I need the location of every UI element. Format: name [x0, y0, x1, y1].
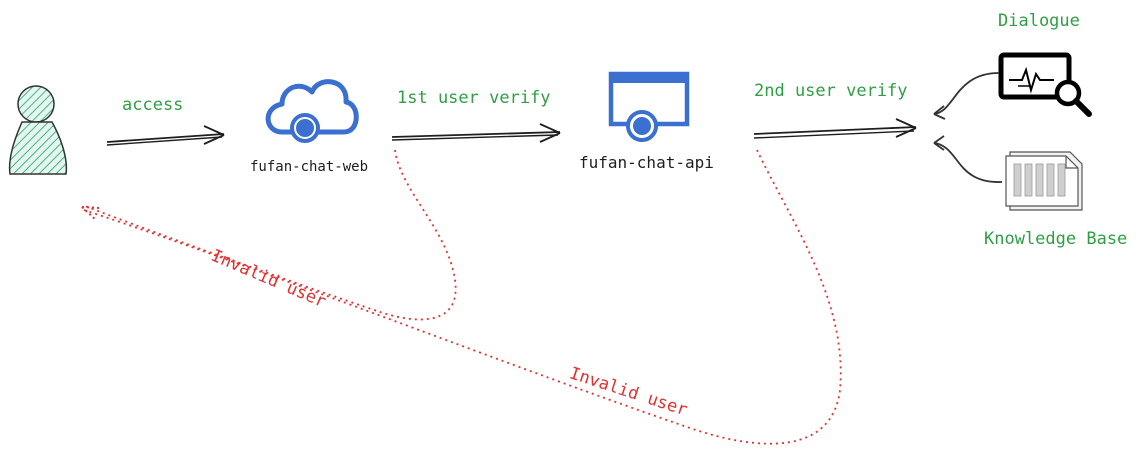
user-icon	[8, 85, 68, 175]
knowledge-base-connector	[933, 135, 1003, 183]
knowledge-base-label: Knowledge Base	[984, 229, 1128, 249]
dialogue-connector	[933, 72, 1000, 120]
monitor-search-icon	[998, 52, 1092, 117]
document-stack-icon	[1005, 151, 1083, 211]
invalid-user-api-line	[83, 149, 842, 445]
access-arrow	[106, 125, 225, 146]
browser-window-icon	[608, 71, 690, 142]
api-node-label: fufan-chat-api	[579, 153, 714, 172]
web-node-label: fufan-chat-web	[250, 159, 369, 175]
invalid-user-web-line	[84, 149, 457, 321]
first-verify-arrow	[391, 123, 561, 143]
second-verify-label: 2nd user verify	[754, 81, 908, 101]
dialogue-label: Dialogue	[998, 11, 1080, 31]
invalid-arrowhead	[81, 206, 101, 221]
cloud-icon	[265, 79, 359, 143]
access-label: access	[122, 95, 184, 115]
second-verify-arrow	[753, 118, 917, 139]
first-verify-label: 1st user verify	[397, 88, 551, 108]
